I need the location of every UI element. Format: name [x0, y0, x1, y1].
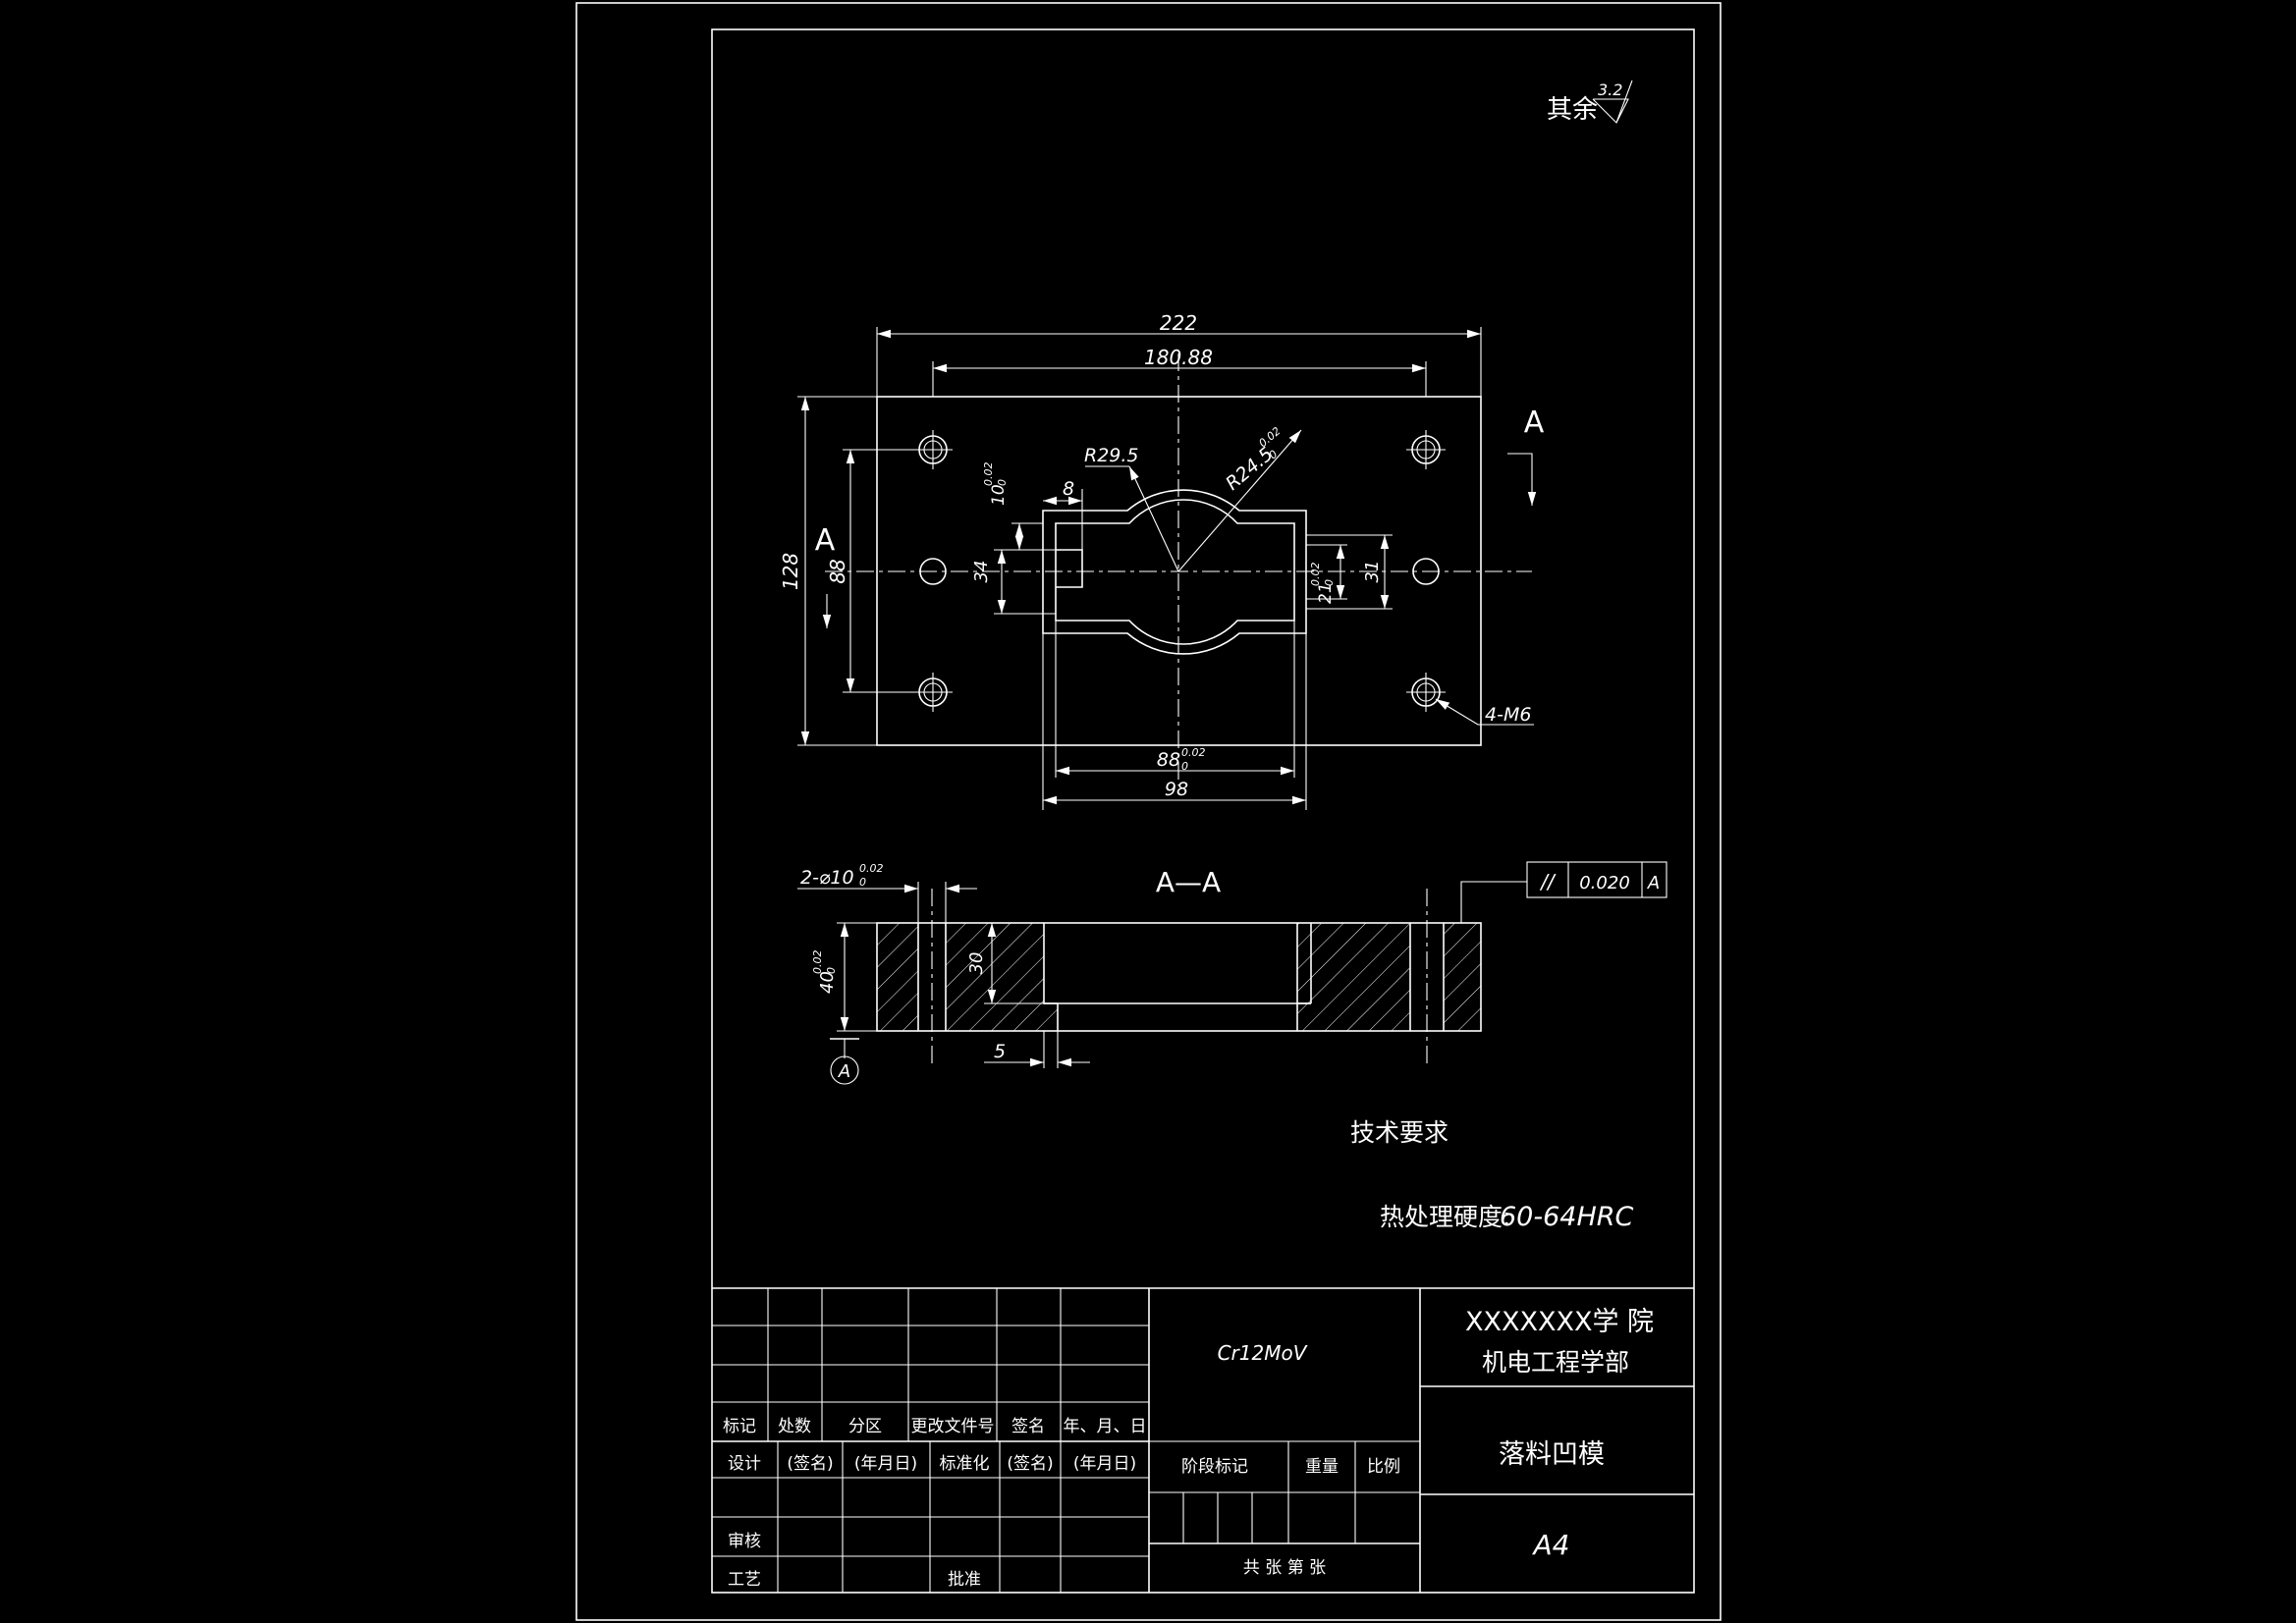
svg-text:0: 0	[1323, 579, 1336, 586]
surface-roughness-note: 其余 3.2	[1547, 80, 1633, 125]
svg-text:批准: 批准	[948, 1570, 981, 1590]
svg-text:共 张 第 张: 共 张 第 张	[1243, 1558, 1326, 1578]
svg-text:0.020: 0.020	[1579, 873, 1630, 893]
section-view: A—A 2-⌀10 0.02 0	[797, 861, 1667, 1085]
svg-text:A: A	[1647, 873, 1660, 893]
dim-outer-length: 98	[1165, 779, 1188, 800]
dim-radius-small: R29.5	[1084, 445, 1139, 466]
section-title: A—A	[1156, 866, 1221, 898]
plan-view: 222 180.88 128 88 A A R29.5 R24.5 0.02 0	[779, 311, 1545, 810]
svg-text:21: 21	[1316, 582, 1336, 604]
section-letter-left: A	[815, 523, 836, 558]
svg-text://: //	[1539, 870, 1557, 893]
dim-step-depth: 30	[966, 952, 987, 975]
dim-hole-spacing-length: 180.88	[1144, 346, 1213, 369]
dim-step-offset: 5	[994, 1041, 1006, 1062]
svg-text:0.02: 0.02	[811, 950, 824, 975]
dim-right-outer: 31	[1362, 561, 1383, 583]
svg-text:签名: 签名	[1011, 1417, 1045, 1436]
svg-text:阶段标记: 阶段标记	[1181, 1457, 1248, 1477]
material: Cr12MoV	[1218, 1341, 1308, 1365]
tech-requirements-title: 技术要求	[1350, 1118, 1449, 1147]
svg-text:0: 0	[825, 967, 838, 974]
dim-left-opening: 34	[971, 561, 992, 583]
dim-inner-length: 88	[1157, 749, 1180, 771]
svg-text:年、月、日: 年、月、日	[1064, 1417, 1147, 1436]
svg-text:0.02: 0.02	[982, 462, 995, 487]
svg-text:0.02: 0.02	[1181, 746, 1206, 759]
section-letter-right: A	[1524, 406, 1545, 440]
svg-text:(签名): (签名)	[1007, 1454, 1053, 1474]
thread-callout: 4-M6	[1485, 704, 1531, 726]
dim-overall-length: 222	[1160, 311, 1197, 335]
dim-hole-spacing-width: 88	[826, 559, 849, 583]
svg-text:0: 0	[996, 479, 1009, 486]
hardness-value: 60-64HRC	[1500, 1202, 1634, 1232]
svg-text:标记: 标记	[723, 1417, 756, 1436]
dim-pin-holes: 2-⌀10	[800, 867, 854, 889]
svg-text:0.02: 0.02	[1256, 424, 1283, 450]
part-name: 落料凹模	[1499, 1439, 1605, 1470]
geometric-tolerance-frame: // 0.020 A	[1526, 861, 1667, 898]
svg-text:(签名): (签名)	[787, 1454, 833, 1474]
svg-text:10: 10	[989, 484, 1009, 506]
title-block: 标记 处数 分区 更改文件号 签名 年、月、日 设计 (签名) (年月日) 标准…	[712, 1287, 1694, 1593]
department-name: 机电工程学部	[1482, 1348, 1629, 1377]
svg-text:0.02: 0.02	[859, 862, 884, 875]
hardness-label: 热处理硬度:	[1380, 1203, 1510, 1231]
svg-text:3.2: 3.2	[1598, 81, 1622, 99]
svg-text:0.02: 0.02	[1309, 563, 1322, 587]
svg-text:(年月日): (年月日)	[1073, 1454, 1136, 1474]
svg-text:A: A	[838, 1061, 850, 1082]
svg-text:其余: 其余	[1547, 95, 1598, 125]
svg-text:重量: 重量	[1305, 1457, 1339, 1477]
dim-thickness: 40	[817, 971, 838, 994]
dim-overall-width: 128	[779, 553, 802, 590]
svg-text:处数: 处数	[778, 1417, 811, 1436]
svg-text:0: 0	[859, 876, 866, 889]
svg-text:0: 0	[1181, 760, 1188, 773]
svg-text:比例: 比例	[1367, 1457, 1400, 1477]
inner-drawing-frame	[711, 28, 1695, 1594]
svg-text:工艺: 工艺	[728, 1570, 761, 1590]
outer-sheet-border	[575, 2, 1722, 1621]
datum-symbol	[830, 1055, 859, 1085]
svg-text:审核: 审核	[728, 1532, 761, 1551]
section-outline	[876, 922, 1482, 1032]
svg-text:分区: 分区	[848, 1417, 882, 1436]
svg-text:设计: 设计	[728, 1454, 761, 1474]
svg-text:更改文件号: 更改文件号	[911, 1417, 995, 1436]
svg-text:(年月日): (年月日)	[854, 1454, 917, 1474]
svg-text:标准化: 标准化	[940, 1454, 990, 1474]
dim-slot-width: 8	[1063, 478, 1074, 500]
sheet-size: A4	[1532, 1529, 1570, 1561]
school-name: XXXXXXX学 院	[1465, 1307, 1654, 1337]
